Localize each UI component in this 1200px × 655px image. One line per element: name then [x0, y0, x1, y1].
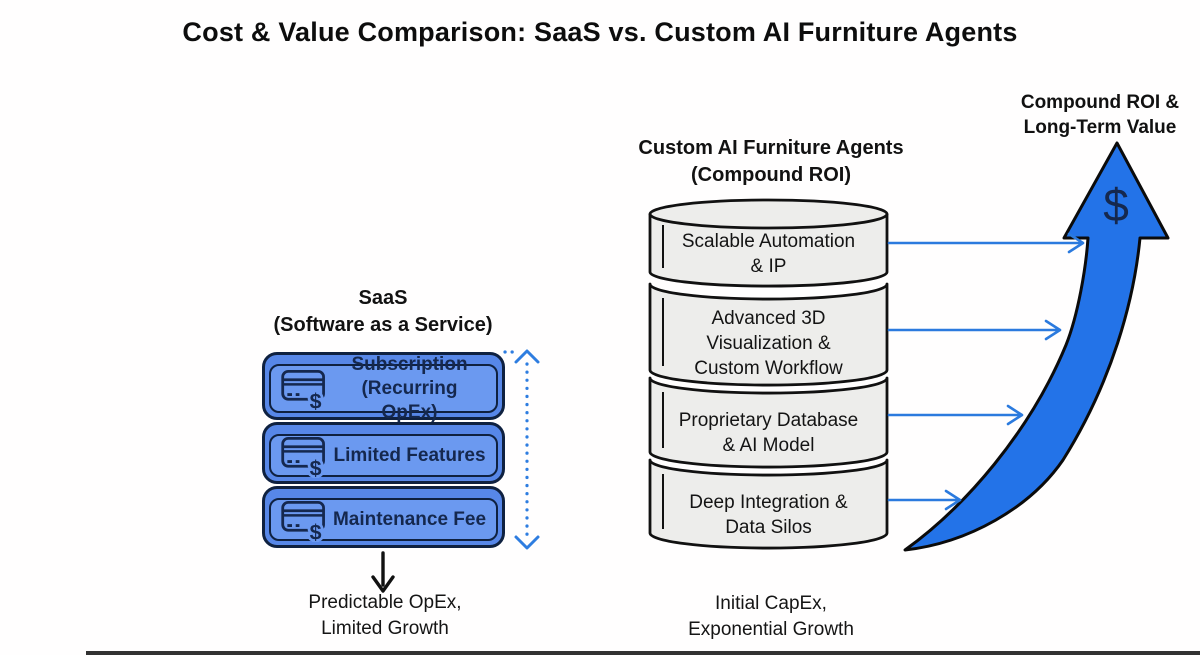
credit-card-dollar-icon: $ — [281, 500, 325, 542]
db-segment-label-proprietary-database: Proprietary Database & AI Model — [678, 410, 859, 456]
connector-arrow-1 — [887, 232, 1085, 254]
saas-heading: SaaS (Software as a Service) — [273, 287, 493, 336]
card-dollar-glyph: $ — [310, 456, 322, 478]
connector-arrow-4 — [887, 489, 962, 511]
db-segment-2 — [648, 282, 889, 387]
credit-card-dollar-icon: $ — [281, 369, 325, 411]
db-segment-1-top — [648, 198, 889, 230]
saas-box-subscription: $ Subscription (Recurring OpEx) — [262, 352, 505, 423]
card-dollar-glyph: $ — [310, 389, 322, 411]
saas-box-maintenance-fee: $ Maintenance Fee — [262, 486, 505, 548]
db-segment-1 — [648, 214, 889, 288]
custom-outcome-caption: Initial CapEx, Exponential Growth — [688, 593, 854, 640]
saas-box-label: Maintenance Fee — [332, 508, 487, 530]
saas-box-panel: $ Maintenance Fee — [269, 498, 498, 542]
saas-box-panel: $ Limited Features — [269, 434, 498, 478]
connector-arrow-3 — [887, 404, 1024, 426]
page-title: Cost & Value Comparison: SaaS vs. Custom… — [182, 17, 1018, 47]
connector-arrow-2 — [887, 319, 1062, 341]
saas-down-arrow — [371, 551, 395, 593]
saas-box-label: Limited Features — [333, 444, 486, 466]
saas-box-limited-features: $ Limited Features — [262, 422, 505, 484]
db-segment-label-deep-integration: Deep Integration & Data Silos — [689, 492, 848, 538]
span-arrowhead-up — [514, 349, 540, 364]
db-segment-4 — [648, 458, 889, 550]
span-arrowhead-down — [514, 535, 540, 550]
db-segment-label-advanced-3d: Advanced 3D Visualization & Custom Workf… — [694, 308, 843, 379]
saas-span-dotted-arrow — [503, 349, 540, 550]
db-segment-3 — [648, 376, 889, 469]
growth-curved-arrow: $ — [903, 141, 1170, 552]
bottom-edge-bar — [86, 651, 1200, 655]
db-segment-label-scalable-automation: Scalable Automation & IP — [681, 231, 856, 277]
custom-agents-heading: Custom AI Furniture Agents (Compound ROI… — [638, 137, 904, 186]
card-dollar-glyph: $ — [310, 520, 322, 542]
roi-value-label: Compound ROI & Long-Term Value — [1020, 92, 1180, 138]
credit-card-dollar-icon: $ — [281, 436, 325, 478]
saas-box-label: Subscription (Recurring OpEx) — [351, 353, 468, 423]
database-stack — [648, 198, 889, 550]
saas-box-panel: $ Subscription (Recurring OpEx) — [269, 354, 498, 423]
growth-arrow-dollar: $ — [1103, 179, 1129, 231]
segment-connector-arrows — [887, 232, 1085, 511]
saas-outcome-caption: Predictable OpEx, Limited Growth — [308, 592, 462, 639]
